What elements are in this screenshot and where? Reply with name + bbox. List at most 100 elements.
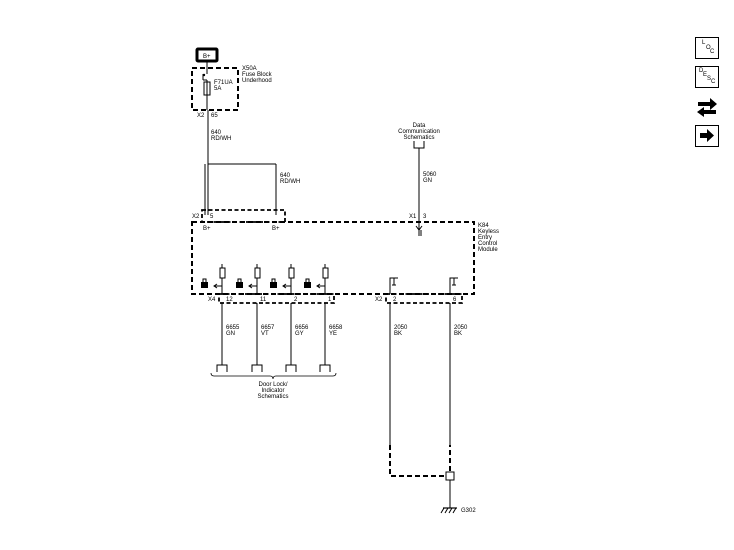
wire-6655-color: GN [226,331,235,337]
x2-bottom-pin-6: 6 [453,297,457,303]
door-lock-ref-arrow-2 [251,364,263,372]
wire-640-2-circuit: 640 [280,173,291,179]
fuse-block-box [191,67,239,111]
x2-b-plus-right: B+ [272,226,280,232]
x2-bottom-connector [385,293,463,304]
wire-6656-circuit: 6656 [295,325,309,331]
ground-splice-box [389,445,451,477]
x4-connector [218,293,335,304]
module-name-3: Entry [478,235,492,241]
fuse-rating: 5A [214,86,221,92]
location-letter-c: C [710,49,715,55]
x2-b-plus-left: B+ [203,226,211,232]
x1-connector-label: X1 [409,214,417,220]
description-letter-e: E [703,72,708,78]
x1-pin: 3 [423,214,427,220]
module-name-2: Keyless [478,229,499,235]
data-bus-arrow [415,225,423,236]
wire-640-2-color: RD/WH [280,179,300,185]
x4-connector-label: X4 [208,297,216,303]
location-button[interactable]: L O C [695,37,719,59]
door-lock-ref-3: Schematics [257,394,288,400]
x2-top-pin: 5 [210,214,214,220]
door-lock-ref-brace [210,372,337,380]
wire-640-1-circuit: 640 [211,130,222,136]
x4-pin-2: 2 [294,297,298,303]
fuse-block-name-3: Underhood [242,78,272,84]
data-comm-line-2: Communication [398,129,440,135]
swap-arrows-button[interactable] [694,95,720,119]
wire-6657-color: VT [261,331,269,337]
wire-5060-circuit: 5060 [423,172,437,178]
data-comm-line-3: Schematics [403,135,434,141]
wire-6658-color: YE [329,331,337,337]
x2-top-connector [201,209,286,223]
module-name-5: Module [478,247,498,253]
fuse-pin: 65 [211,113,218,119]
lock-switch-3 [270,264,295,294]
wire-2050-2-circuit: 2050 [454,325,468,331]
fuse-block-name-2: Fuse Block [242,72,273,78]
wire-2050-1-color: BK [394,331,402,337]
door-lock-ref-arrow-1 [216,364,228,372]
swap-arrows-icon [697,98,717,117]
wire-2050-2-color: BK [454,331,462,337]
wire-6657-circuit: 6657 [261,325,275,331]
next-button[interactable] [695,125,719,147]
wire-6658-circuit: 6658 [329,325,343,331]
lock-switch-4 [304,264,329,294]
arrow-right-icon [700,129,714,142]
lock-switch-2 [236,264,261,294]
location-letter-o: O [706,45,711,51]
x4-pin-1: 1 [328,297,332,303]
wire-6656-color: GY [295,331,304,337]
lock-switch-1 [201,264,226,294]
module-ground-2 [449,277,458,294]
door-lock-ref-arrow-3 [285,364,297,372]
wire-640-1-color: RD/WH [211,136,231,142]
ground-label: G302 [461,508,476,514]
module-box [191,221,475,295]
battery-label: B+ [203,54,211,60]
x2-bottom-pin-2: 2 [393,297,397,303]
x2-bottom-connector-label: X2 [375,297,383,303]
door-lock-ref-2: Indicator [261,388,284,394]
fuse-block-name-1: X50A [242,66,257,72]
x2-top-connector-label: X2 [192,214,200,220]
fuse-name: F71UA [214,80,233,86]
wire-6655-circuit: 6655 [226,325,240,331]
location-letter-l: L [702,40,706,46]
data-comm-line-1: Data [413,123,426,129]
x4-pin-12: 12 [226,297,233,303]
data-comm-arrow [413,141,425,149]
door-lock-ref-1: Door Lock/ [258,382,287,388]
ground-symbol [440,507,457,514]
module-name-1: K84 [478,223,489,229]
wire-5060-color: GN [423,178,432,184]
door-lock-ref-arrow-4 [319,364,331,372]
module-ground-1 [389,277,398,294]
description-button[interactable]: D E S C [695,66,719,88]
ground-splice-point [445,471,455,481]
description-letter-c: C [711,79,716,85]
description-letter-s: S [707,76,712,82]
wire-2050-1-circuit: 2050 [394,325,408,331]
x4-pin-11: 11 [260,297,267,303]
module-name-4: Control [478,241,497,247]
description-letter-d: D [699,68,704,74]
